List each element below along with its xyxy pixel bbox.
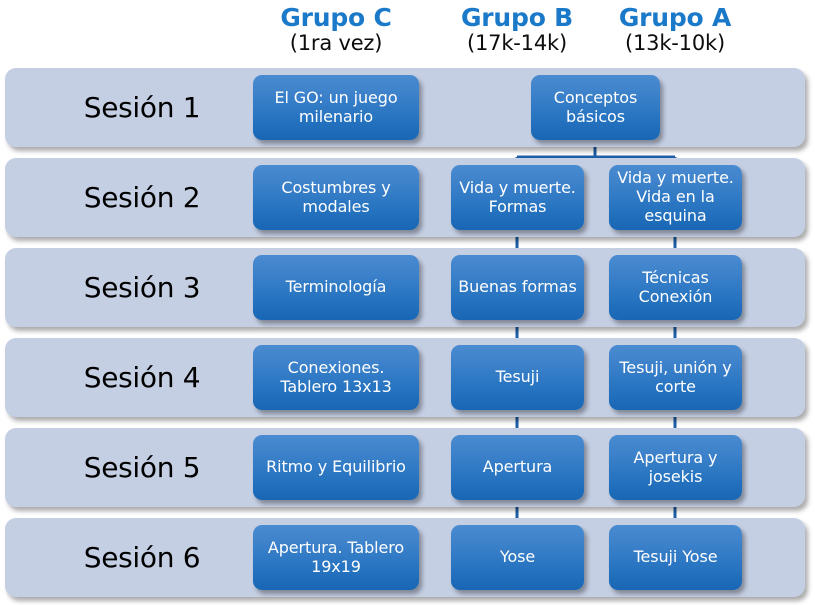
column-header-grupo-c-name: Grupo C bbox=[280, 3, 392, 32]
topic-box-s6-grupo-c[interactable]: Apertura. Tablero 19x19 bbox=[253, 525, 419, 590]
topic-label: Apertura. Tablero 19x19 bbox=[267, 537, 405, 576]
topic-label: Técnicas Conexión bbox=[638, 267, 713, 306]
column-header-grupo-a: Grupo A (13k-10k) bbox=[575, 4, 775, 55]
topic-box-s6-grupo-b[interactable]: Yose bbox=[451, 525, 584, 590]
topic-box-s4-grupo-b[interactable]: Tesuji bbox=[451, 345, 584, 410]
topic-label: Ritmo y Equilibrio bbox=[266, 457, 406, 477]
topic-label: Apertura y josekis bbox=[633, 447, 718, 486]
topic-box-s2-grupo-b[interactable]: Vida y muerte. Formas bbox=[451, 165, 584, 230]
topic-box-s3-grupo-b[interactable]: Buenas formas bbox=[451, 255, 584, 320]
topic-label: Buenas formas bbox=[458, 277, 577, 297]
topic-label: Yose bbox=[499, 547, 536, 567]
topic-label: Tesuji, unión y corte bbox=[619, 357, 732, 396]
column-header-grupo-a-sub: (13k-10k) bbox=[625, 31, 725, 55]
session-label-6: Sesión 6 bbox=[83, 541, 201, 574]
topic-label: Costumbres y modales bbox=[281, 177, 391, 216]
topic-box-s1-grupo-ab[interactable]: Conceptos básicos bbox=[531, 75, 660, 140]
topic-box-s1-grupo-c[interactable]: El GO: un juego milenario bbox=[253, 75, 419, 140]
topic-box-s4-grupo-c[interactable]: Conexiones. Tablero 13x13 bbox=[253, 345, 419, 410]
session-label-4: Sesión 4 bbox=[83, 361, 201, 394]
column-header-grupo-c: Grupo C (1ra vez) bbox=[236, 4, 436, 55]
topic-box-s4-grupo-a[interactable]: Tesuji, unión y corte bbox=[609, 345, 742, 410]
column-header-grupo-b: Grupo B (17k-14k) bbox=[417, 4, 617, 55]
topic-box-s5-grupo-a[interactable]: Apertura y josekis bbox=[609, 435, 742, 500]
topic-box-s3-grupo-a[interactable]: Técnicas Conexión bbox=[609, 255, 742, 320]
topic-label: Tesuji Yose bbox=[633, 547, 718, 567]
topic-label: Apertura bbox=[482, 457, 553, 477]
topic-label: Conceptos básicos bbox=[553, 87, 638, 126]
topic-box-s6-grupo-a[interactable]: Tesuji Yose bbox=[609, 525, 742, 590]
topic-box-s5-grupo-c[interactable]: Ritmo y Equilibrio bbox=[253, 435, 419, 500]
topic-box-s5-grupo-b[interactable]: Apertura bbox=[451, 435, 584, 500]
column-header-grupo-c-sub: (1ra vez) bbox=[289, 31, 383, 55]
topic-label: Tesuji bbox=[495, 367, 540, 387]
column-header-grupo-b-sub: (17k-14k) bbox=[467, 31, 567, 55]
session-label-1: Sesión 1 bbox=[83, 91, 201, 124]
topic-label: Vida y muerte. Formas bbox=[459, 177, 576, 216]
topic-label: Conexiones. Tablero 13x13 bbox=[280, 357, 392, 396]
session-label-2: Sesión 2 bbox=[83, 181, 201, 214]
topic-label: El GO: un juego milenario bbox=[274, 87, 398, 126]
column-header-grupo-b-name: Grupo B bbox=[460, 3, 574, 32]
session-label-5: Sesión 5 bbox=[83, 451, 201, 484]
topic-label: Terminología bbox=[285, 277, 387, 297]
topic-box-s3-grupo-c[interactable]: Terminología bbox=[253, 255, 419, 320]
topic-box-s2-grupo-a[interactable]: Vida y muerte. Vida en la esquina bbox=[609, 165, 742, 230]
topic-box-s2-grupo-c[interactable]: Costumbres y modales bbox=[253, 165, 419, 230]
column-header-grupo-a-name: Grupo A bbox=[618, 3, 732, 32]
topic-label: Vida y muerte. Vida en la esquina bbox=[617, 168, 734, 225]
session-label-3: Sesión 3 bbox=[83, 271, 201, 304]
